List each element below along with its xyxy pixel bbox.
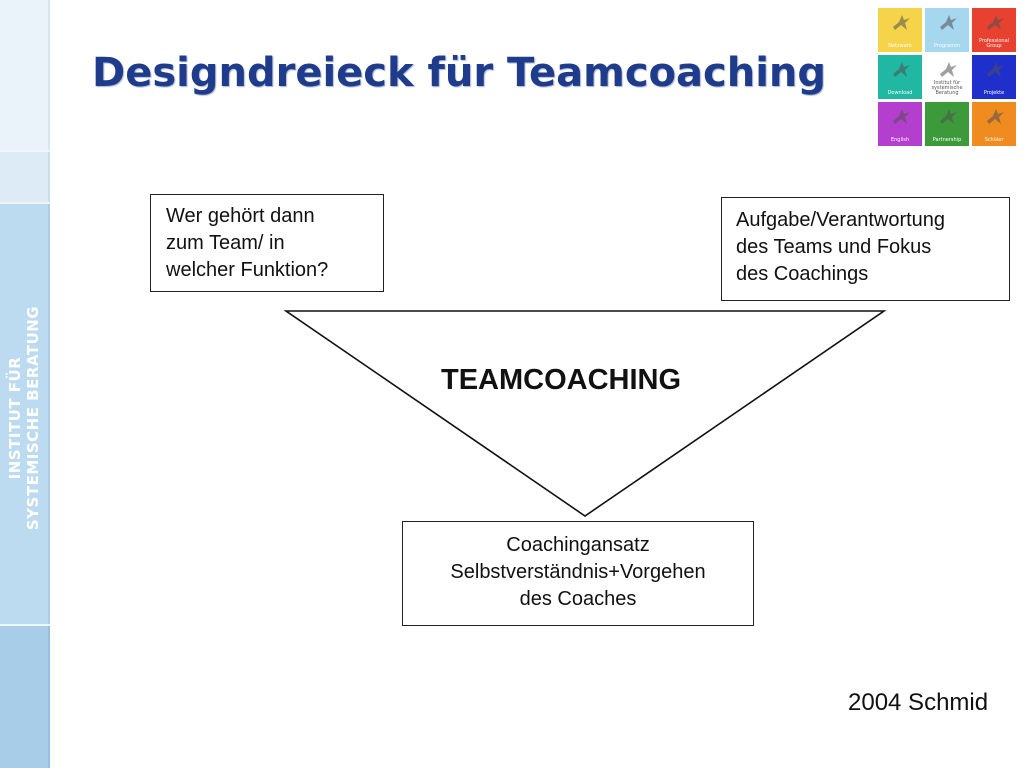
logo-tile: Programm xyxy=(925,8,969,52)
logo-tile: Institut für systemische Beratung xyxy=(925,55,969,99)
logo-tile: English xyxy=(878,102,922,146)
dancer-icon xyxy=(940,15,957,30)
dancer-icon xyxy=(987,15,1004,30)
logo-tile-label: Professional Group xyxy=(978,38,1010,49)
logo-tile-label: Projekte xyxy=(983,90,1005,96)
logo-tile-label: Programm xyxy=(934,43,960,49)
sidebar-bottom-panel xyxy=(0,626,50,768)
logo-tile: Projekte xyxy=(972,55,1016,99)
logo-tile-label: Netzwerk xyxy=(888,43,912,49)
author-credit: 2004 Schmid xyxy=(848,689,989,716)
logo-tile: Professional Group xyxy=(972,8,1016,52)
team-task-box: Aufgabe/Verantwortung des Teams und Foku… xyxy=(721,197,1010,301)
sidebar-main-panel xyxy=(0,204,50,624)
sidebar: INSTITUT FÜR SYSTEMISCHE BERATUNG xyxy=(0,0,50,768)
logo-tile-label: Institut für systemische Beratung xyxy=(931,80,963,96)
dancer-icon xyxy=(893,109,910,124)
design-triangle xyxy=(283,310,887,517)
coaching-approach-box: Coachingansatz Selbstverständnis+Vorgehe… xyxy=(402,521,754,626)
logo-tile: Schüler xyxy=(972,102,1016,146)
logo-tile: Netzwerk xyxy=(878,8,922,52)
dancer-icon xyxy=(940,62,957,77)
slide-title: Designdreieck für Teamcoaching xyxy=(92,50,827,96)
team-composition-box: Wer gehört dann zum Team/ in welcher Fun… xyxy=(150,194,384,292)
logo-tile-label: Schüler xyxy=(984,137,1004,143)
dancer-icon xyxy=(940,109,957,124)
logo-tile-label: English xyxy=(890,137,910,143)
sidebar-middle-panel xyxy=(0,152,50,202)
logo-tile-label: Download xyxy=(887,90,913,96)
dancer-icon xyxy=(987,109,1004,124)
logo-tile-label: Partnership xyxy=(932,137,962,143)
teamcoaching-label: TEAMCOACHING xyxy=(441,364,682,396)
dancer-icon xyxy=(893,62,910,77)
dancer-icon xyxy=(893,15,910,30)
logo-tile: Download xyxy=(878,55,922,99)
logo-tile: Partnership xyxy=(925,102,969,146)
sidebar-top-panel xyxy=(0,0,50,150)
dancer-icon xyxy=(987,62,1004,77)
